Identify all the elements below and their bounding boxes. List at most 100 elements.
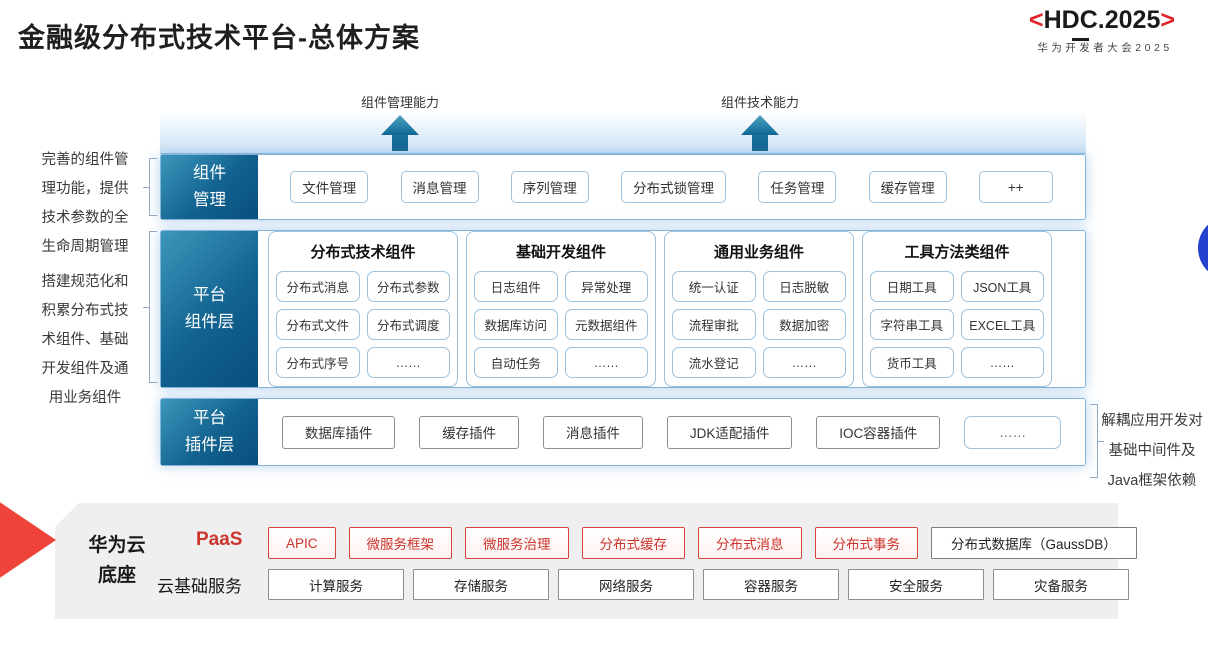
left-note-management: 完善的组件管 理功能，提供 技术参数的全 生命周期管理 (41, 152, 129, 255)
page-title: 金融级分布式技术平台-总体方案 (18, 23, 420, 53)
foundation-label: 华为云 底座 (88, 535, 146, 586)
group-grid: 日期工具 JSON工具 字符串工具 EXCEL工具 货币工具 …… (870, 271, 1044, 378)
component-chip: JSON工具 (960, 271, 1044, 302)
component-chip: 流水登记 (672, 347, 756, 378)
logo-subtitle: 华为开发者大会2025 (1037, 42, 1173, 54)
management-chip-more: ++ (978, 171, 1053, 203)
technical-capability-arrow: 组件技术能力 (700, 92, 820, 151)
group-distributed-tech: 分布式技术组件 分布式消息 分布式参数 分布式文件 分布式调度 分布式序号 …… (268, 231, 458, 387)
gaussdb-chip: 分布式数据库（GaussDB） (931, 527, 1137, 559)
cloud-service-chip: 容器服务 (703, 569, 839, 600)
component-chip: 分布式文件 (276, 309, 360, 340)
management-chip: 分布式锁管理 (621, 171, 727, 203)
component-chip: 日志脱敏 (762, 271, 846, 302)
cloud-service-chip: 灾备服务 (993, 569, 1129, 600)
component-chip: 分布式调度 (366, 309, 450, 340)
component-chip: 日志组件 (474, 271, 558, 302)
row-content: 文件管理 消息管理 序列管理 分布式锁管理 任务管理 缓存管理 ++ (258, 155, 1085, 219)
up-arrow-icon (741, 115, 779, 135)
left-bracket-row1 (143, 158, 157, 216)
paas-chip: 微服务治理 (465, 527, 569, 559)
huawei-cloud-foundation-panel (55, 503, 1118, 619)
plugin-chip-more: …… (964, 415, 1062, 449)
component-chip: 元数据组件 (564, 309, 648, 340)
paas-chip: 分布式缓存 (581, 527, 686, 559)
arrow-label: 组件管理能力 (360, 95, 439, 110)
hdc-logo-text: <HDC.2025> (1002, 6, 1202, 41)
management-chip: 缓存管理 (868, 171, 947, 203)
component-chip-more: …… (762, 347, 846, 378)
plugin-chip: 消息插件 (543, 415, 644, 449)
plugin-chip: JDK适配插件 (666, 415, 793, 449)
row-content: 分布式技术组件 分布式消息 分布式参数 分布式文件 分布式调度 分布式序号 ……… (258, 231, 1085, 387)
paas-chip: APIC (268, 527, 336, 559)
management-chip: 文件管理 (290, 171, 369, 203)
row-component-management: 组件 管理 文件管理 消息管理 序列管理 分布式锁管理 任务管理 缓存管理 ++ (160, 154, 1086, 220)
group-grid: 日志组件 异常处理 数据库访问 元数据组件 自动任务 …… (474, 271, 648, 378)
logo-left-bracket: < (1029, 6, 1044, 34)
red-arrow-icon (0, 502, 56, 578)
group-basic-dev: 基础开发组件 日志组件 异常处理 数据库访问 元数据组件 自动任务 …… (466, 231, 656, 387)
cloud-service-chip: 存储服务 (413, 569, 549, 600)
component-chip: 自动任务 (474, 347, 558, 378)
group-title: 通用业务组件 (713, 244, 804, 261)
left-bracket-row2 (143, 231, 157, 383)
component-chip: 货币工具 (870, 347, 954, 378)
cloud-service-chip: 安全服务 (848, 569, 984, 600)
paas-chip: 分布式事务 (814, 527, 919, 559)
group-grid: 统一认证 日志脱敏 流程审批 数据加密 流水登记 …… (672, 271, 846, 378)
up-arrow-icon (381, 115, 419, 135)
blue-circle-decoration (1198, 216, 1208, 280)
paas-chip: 分布式消息 (698, 527, 802, 559)
component-chip: 数据库访问 (474, 309, 558, 340)
plugin-chip: IOC容器插件 (816, 415, 941, 449)
component-chip: 统一认证 (672, 271, 756, 302)
component-chip: 分布式参数 (366, 271, 450, 302)
arrow-label: 组件技术能力 (720, 95, 799, 110)
row-content: 数据库插件 缓存插件 消息插件 JDK适配插件 IOC容器插件 …… (258, 399, 1085, 465)
up-arrow-stem (392, 135, 408, 151)
plugin-chip: 数据库插件 (281, 415, 396, 449)
component-chip-more: …… (960, 347, 1044, 378)
component-chip: 数据加密 (762, 309, 846, 340)
paas-services-row: APIC 微服务框架 微服务治理 分布式缓存 分布式消息 分布式事务 分布式数据… (268, 527, 1137, 559)
group-title: 分布式技术组件 (310, 244, 416, 261)
top-glow-band (160, 111, 1086, 154)
group-grid: 分布式消息 分布式参数 分布式文件 分布式调度 分布式序号 …… (276, 271, 450, 378)
cloud-services-row: 计算服务 存储服务 网络服务 容器服务 安全服务 灾备服务 (268, 569, 1129, 600)
logo-c-underline (1072, 38, 1089, 41)
component-chip-more: …… (564, 347, 648, 378)
row-platform-components: 平台 组件层 分布式技术组件 分布式消息 分布式参数 分布式文件 分布式调度 分… (160, 230, 1086, 388)
management-chip: 任务管理 (758, 171, 837, 203)
cloud-services-label: 云基础服务 (157, 577, 242, 596)
hdc-logo: <HDC.2025> 华为开发者大会2025 (1002, 6, 1202, 55)
cloud-service-chip: 网络服务 (558, 569, 694, 600)
component-chip-more: …… (366, 347, 450, 378)
logo-right-bracket: > (1160, 6, 1175, 34)
plugin-chip: 缓存插件 (419, 415, 520, 449)
right-note-plugins: 解耦应用开发对 基础中间件及 Java框架依赖 (1101, 413, 1203, 489)
paas-label: PaaS (196, 529, 243, 550)
group-common-business: 通用业务组件 统一认证 日志脱敏 流程审批 数据加密 流水登记 …… (664, 231, 854, 387)
component-chip: 日期工具 (870, 271, 954, 302)
row-label-platform-plugins: 平台 插件层 (161, 399, 258, 465)
up-arrow-stem (752, 135, 768, 151)
group-title: 基础开发组件 (515, 244, 606, 261)
management-chip: 序列管理 (510, 171, 589, 203)
left-note-components: 搭建规范化和 积累分布式技 术组件、基础 开发组件及通 用业务组件 (41, 274, 129, 406)
logo-name: HDC.2025 (1043, 6, 1161, 34)
cloud-service-chip: 计算服务 (268, 569, 404, 600)
group-tool-methods: 工具方法类组件 日期工具 JSON工具 字符串工具 EXCEL工具 货币工具 …… (862, 231, 1052, 387)
component-chip: EXCEL工具 (960, 309, 1044, 340)
paas-chip: 微服务框架 (348, 527, 453, 559)
component-chip: 异常处理 (564, 271, 648, 302)
component-chip: 字符串工具 (870, 309, 954, 340)
right-bracket-row3 (1090, 404, 1104, 478)
component-chip: 流程审批 (672, 309, 756, 340)
management-capability-arrow: 组件管理能力 (340, 92, 460, 151)
row-label-component-management: 组件 管理 (161, 155, 258, 219)
component-chip: 分布式序号 (276, 347, 360, 378)
platform-stack: 组件 管理 文件管理 消息管理 序列管理 分布式锁管理 任务管理 缓存管理 ++… (160, 154, 1086, 466)
group-title: 工具方法类组件 (904, 244, 1010, 261)
